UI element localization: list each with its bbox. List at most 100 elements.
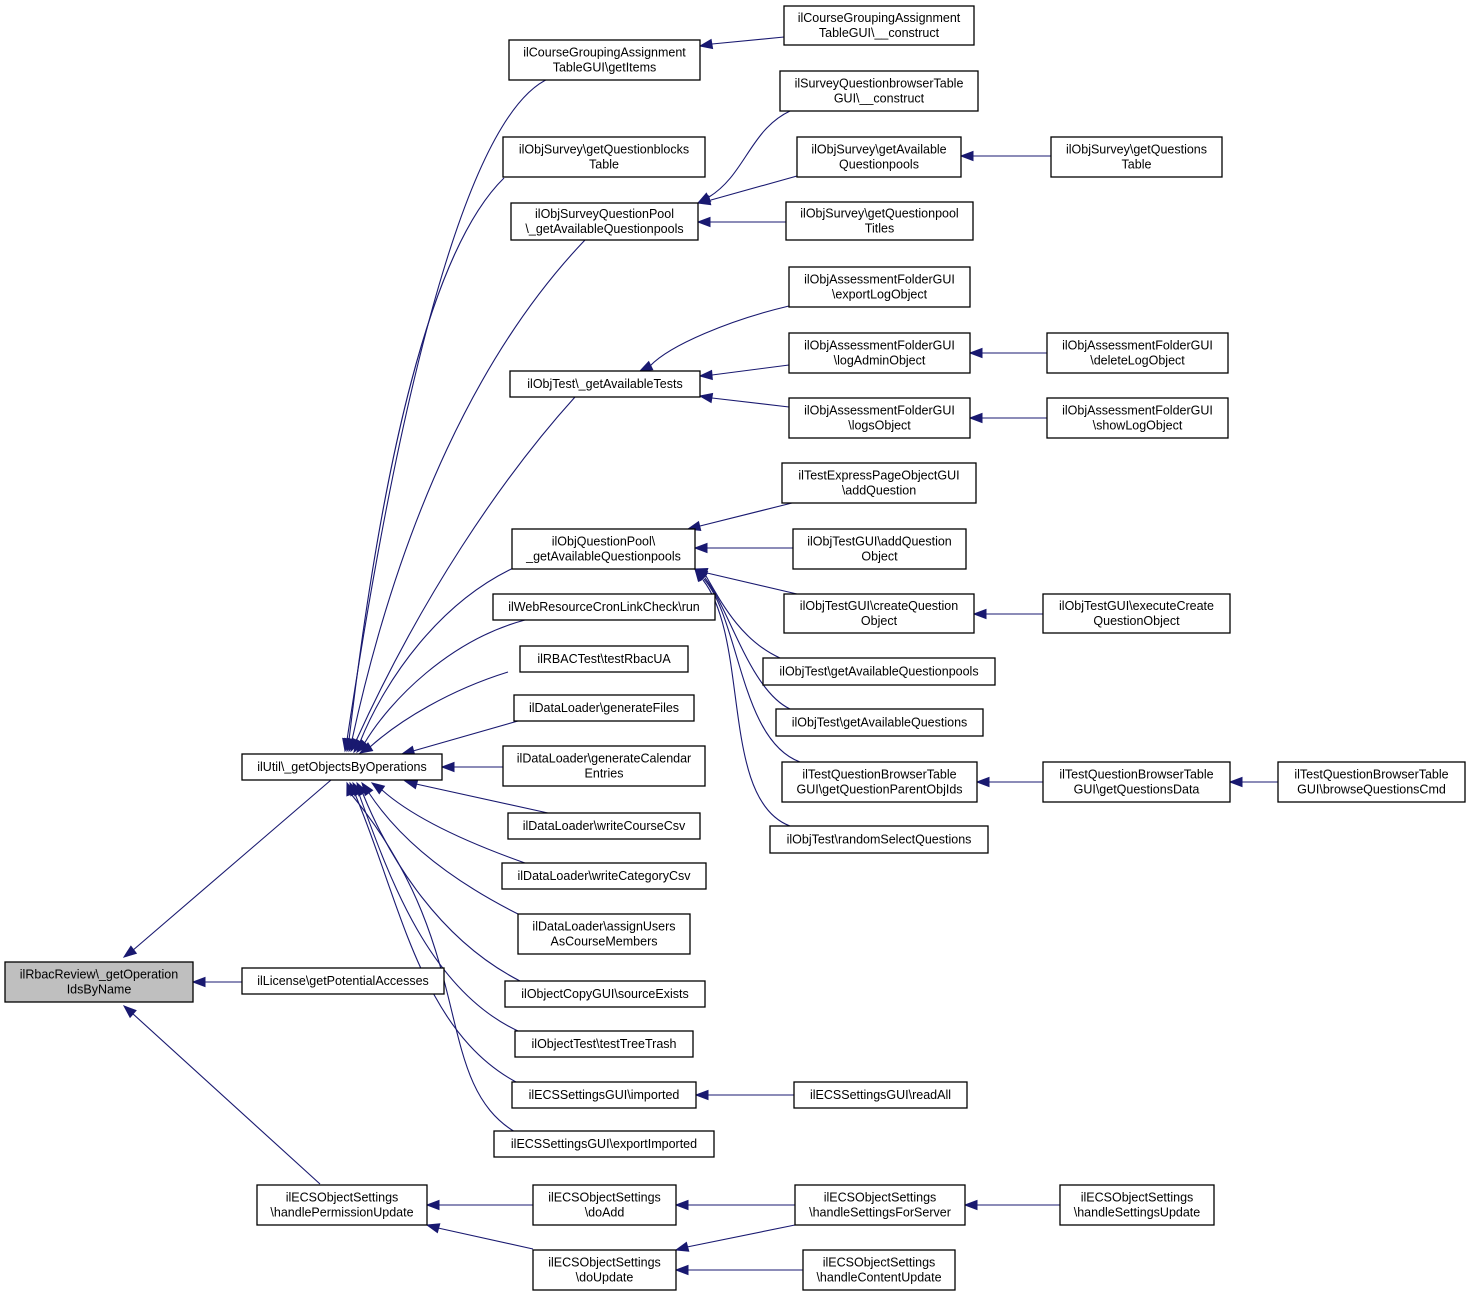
node-surveyAvailQP[interactable]: ilObjSurvey\getAvailableQuestionpools — [796, 136, 962, 178]
node-qpAvail[interactable]: ilObjQuestionPool\_getAvailableQuestionp… — [511, 528, 696, 570]
node-box[interactable] — [517, 913, 691, 955]
node-box[interactable] — [779, 70, 979, 112]
node-copySource[interactable]: ilObjectCopyGUI\sourceExists — [504, 980, 706, 1008]
node-otAvailQP[interactable]: ilObjTest\getAvailableQuestionpools — [762, 657, 996, 686]
node-webRun[interactable]: ilWebResourceCronLinkCheck\run — [492, 593, 716, 621]
node-box[interactable] — [514, 1030, 694, 1058]
node-label-line: ilECSObjectSettings — [1081, 1191, 1194, 1205]
node-box[interactable] — [783, 5, 975, 46]
node-ecsperm[interactable]: ilECSObjectSettings\handlePermissionUpda… — [256, 1184, 428, 1226]
node-box[interactable] — [532, 1184, 677, 1226]
node-box[interactable] — [792, 528, 967, 570]
node-box[interactable] — [502, 136, 706, 178]
node-box[interactable] — [511, 528, 696, 570]
node-box[interactable] — [510, 202, 699, 241]
node-sqbConstruct[interactable]: ilSurveyQuestionbrowserTableGUI\__constr… — [779, 70, 979, 112]
node-box[interactable] — [762, 657, 996, 686]
node-box[interactable] — [532, 1249, 677, 1291]
node-tqbParent[interactable]: ilTestQuestionBrowserTableGUI\getQuestio… — [781, 761, 978, 803]
node-box[interactable] — [1046, 332, 1229, 374]
node-box[interactable] — [796, 136, 962, 178]
node-box[interactable] — [511, 1081, 697, 1109]
node-box[interactable] — [493, 1130, 715, 1158]
node-ecsContentUpd[interactable]: ilECSObjectSettings\handleContentUpdate — [802, 1249, 956, 1291]
node-box[interactable] — [241, 967, 445, 995]
node-box[interactable] — [1046, 397, 1229, 439]
node-box[interactable] — [241, 753, 443, 781]
node-util[interactable]: ilUtil\_getObjectsByOperations — [241, 753, 443, 781]
node-box[interactable] — [788, 397, 971, 439]
node-box[interactable] — [1059, 1184, 1215, 1226]
node-ecsReadAll[interactable]: ilECSSettingsGUI\readAll — [793, 1081, 968, 1109]
node-otAvailQ[interactable]: ilObjTest\getAvailableQuestions — [775, 708, 984, 737]
node-box[interactable] — [1277, 761, 1466, 803]
node-box[interactable] — [785, 201, 974, 241]
node-writeCourse[interactable]: ilDataLoader\writeCourseCsv — [507, 812, 701, 840]
node-ecsSettingsUpd[interactable]: ilECSObjectSettings\handleSettingsUpdate — [1059, 1184, 1215, 1226]
node-box[interactable] — [4, 961, 194, 1003]
node-testAvail[interactable]: ilObjTest\_getAvailableTests — [509, 370, 701, 398]
node-genFiles[interactable]: ilDataLoader\generateFiles — [513, 694, 695, 722]
node-showLog[interactable]: ilObjAssessmentFolderGUI\showLogObject — [1046, 397, 1229, 439]
node-box[interactable] — [783, 593, 975, 634]
node-box[interactable] — [519, 645, 689, 673]
arrow-head — [963, 1199, 978, 1211]
node-box[interactable] — [508, 39, 701, 81]
node-box[interactable] — [502, 745, 706, 787]
node-ecsExportImp[interactable]: ilECSSettingsGUI\exportImported — [493, 1130, 715, 1158]
node-ecsDoUpdate[interactable]: ilECSObjectSettings\doUpdate — [532, 1249, 677, 1291]
node-box[interactable] — [788, 266, 971, 308]
node-logAdmin[interactable]: ilObjAssessmentFolderGUI\logAdminObject — [788, 332, 971, 374]
node-ecsImported[interactable]: ilECSSettingsGUI\imported — [511, 1081, 697, 1109]
node-box[interactable] — [781, 462, 977, 504]
node-rbacUA[interactable]: ilRBACTest\testRbacUA — [519, 645, 689, 673]
node-treeTrash[interactable]: ilObjectTest\testTreeTrash — [514, 1030, 694, 1058]
edge-line — [412, 720, 519, 752]
node-box[interactable] — [507, 812, 701, 840]
node-ecsDoAdd[interactable]: ilECSObjectSettings\doAdd — [532, 1184, 677, 1226]
node-otRandom[interactable]: ilObjTest\randomSelectQuestions — [769, 825, 989, 854]
edge-line — [704, 577, 791, 710]
node-box[interactable] — [781, 761, 978, 803]
node-tqbBrowse[interactable]: ilTestQuestionBrowserTableGUI\browseQues… — [1277, 761, 1466, 803]
edge-logAdmin-to-testAvail — [698, 364, 790, 381]
node-box[interactable] — [501, 862, 707, 890]
node-box[interactable] — [769, 825, 989, 854]
node-sqpAvail[interactable]: ilObjSurveyQuestionPool\_getAvailableQue… — [510, 202, 699, 241]
node-box[interactable] — [794, 1184, 966, 1226]
node-cgaItems[interactable]: ilCourseGroupingAssignmentTableGUI\getIt… — [508, 39, 701, 81]
node-box[interactable] — [513, 694, 695, 722]
node-ecsForServer[interactable]: ilECSObjectSettings\handleSettingsForSer… — [794, 1184, 966, 1226]
node-box[interactable] — [1042, 593, 1231, 634]
node-box[interactable] — [504, 980, 706, 1008]
node-box[interactable] — [509, 370, 701, 398]
node-tepAddQ[interactable]: ilTestExpressPageObjectGUI\addQuestion — [781, 462, 977, 504]
node-writeCat[interactable]: ilDataLoader\writeCategoryCsv — [501, 862, 707, 890]
node-box[interactable] — [788, 332, 971, 374]
node-box[interactable] — [492, 593, 716, 621]
arrow-head — [968, 347, 983, 359]
node-logs[interactable]: ilObjAssessmentFolderGUI\logsObject — [788, 397, 971, 439]
node-deleteLog[interactable]: ilObjAssessmentFolderGUI\deleteLogObject — [1046, 332, 1229, 374]
node-box[interactable] — [256, 1184, 428, 1226]
node-box[interactable] — [775, 708, 984, 737]
edge-ecsImported-to-util — [349, 781, 517, 1083]
node-exportLog[interactable]: ilObjAssessmentFolderGUI\exportLogObject — [788, 266, 971, 308]
node-box[interactable] — [802, 1249, 956, 1291]
arrow-head — [122, 1005, 137, 1019]
node-box[interactable] — [1050, 136, 1223, 178]
node-license[interactable]: ilLicense\getPotentialAccesses — [241, 967, 445, 995]
node-box[interactable] — [1042, 761, 1231, 803]
node-cgaConstruct[interactable]: ilCourseGroupingAssignmentTableGUI\__con… — [783, 5, 975, 46]
node-tqbData[interactable]: ilTestQuestionBrowserTableGUI\getQuestio… — [1042, 761, 1231, 803]
node-box[interactable] — [793, 1081, 968, 1109]
